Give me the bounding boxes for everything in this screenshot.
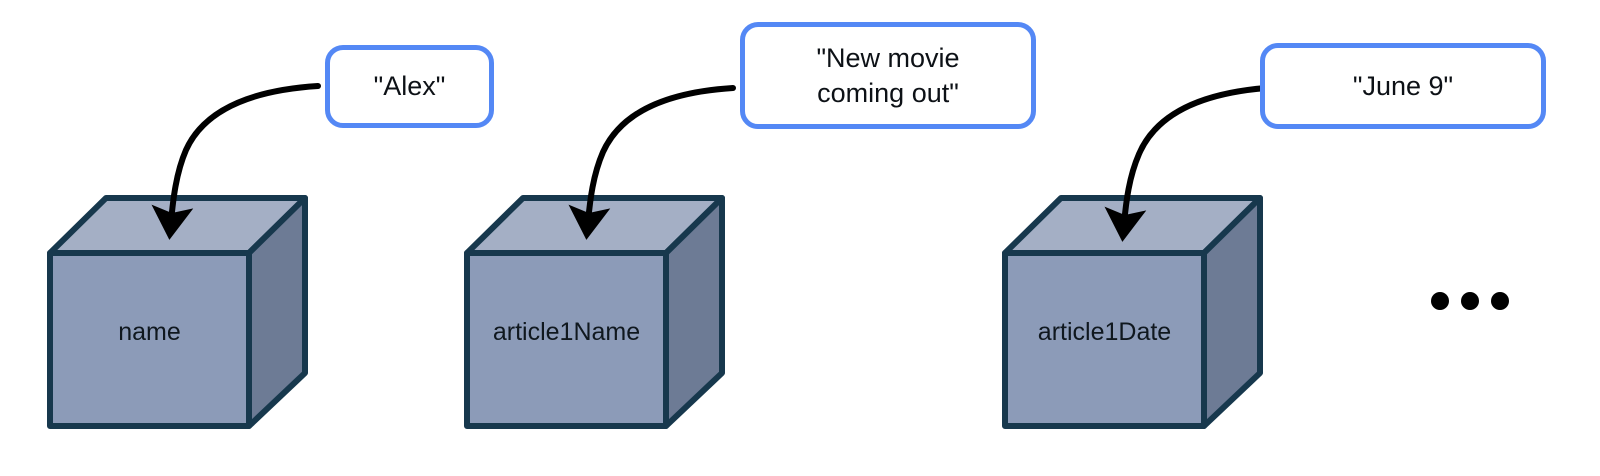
ellipsis-dot — [1491, 292, 1509, 310]
cube-article1date-front-face — [1002, 250, 1207, 429]
cube-article1name-front-face — [464, 250, 669, 429]
callout-alex[interactable]: "Alex" — [325, 45, 494, 128]
callout-new-movie-line-2: coming out" — [817, 77, 959, 108]
ellipsis-dot — [1461, 292, 1479, 310]
cube-name-front-face — [47, 250, 252, 429]
callout-june-9[interactable]: "June 9" — [1260, 43, 1546, 129]
callout-alex-line-1: "Alex" — [373, 71, 446, 102]
callout-new-movie[interactable]: "New movie coming out" — [740, 22, 1036, 129]
callout-june-9-text: "June 9" — [1353, 69, 1453, 104]
ellipsis-more-variables — [1431, 292, 1509, 310]
callout-new-movie-text: "New movie coming out" — [816, 41, 959, 110]
arrow-june-to-article1date — [1104, 85, 1269, 242]
callout-new-movie-line-1: "New movie — [816, 42, 960, 73]
callout-alex-text: "Alex" — [374, 69, 446, 104]
arrow-alex-to-name — [151, 83, 321, 240]
ellipsis-dot — [1431, 292, 1449, 310]
cube-article1date[interactable] — [1002, 195, 1263, 429]
arrow-movie-to-article1name — [568, 85, 736, 240]
cube-article1name[interactable] — [464, 195, 725, 429]
cube-name[interactable] — [47, 195, 308, 429]
callout-june-9-line-1: "June 9" — [1352, 70, 1454, 101]
